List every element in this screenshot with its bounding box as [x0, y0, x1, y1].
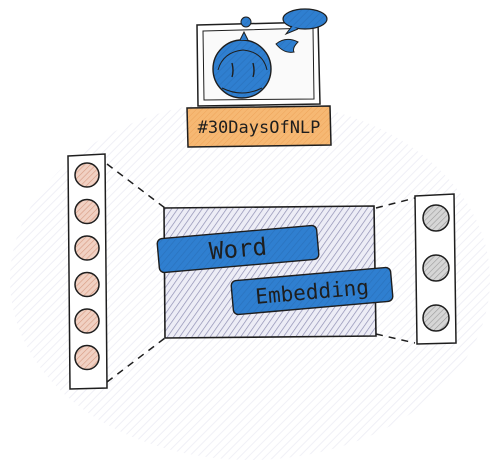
input-neuron-6 — [74, 344, 100, 371]
word-label: Word — [208, 233, 268, 266]
word-label-box: Word — [156, 224, 320, 274]
output-neuron-1 — [422, 204, 450, 232]
speech-bubble-icon — [282, 8, 328, 36]
output-layer — [414, 193, 457, 345]
character-avatar — [212, 16, 272, 99]
input-neuron-4 — [74, 271, 100, 298]
input-neuron-2 — [74, 198, 100, 225]
input-neuron-5 — [74, 308, 100, 334]
embedding-label-box: Embedding — [230, 266, 394, 316]
connector-lines — [106, 163, 416, 383]
input-layer — [67, 153, 108, 390]
bird-icon — [275, 38, 299, 53]
input-neuron-1 — [74, 162, 100, 188]
monitor-illustration — [196, 8, 328, 107]
hashtag-badge: #30DaysOfNLP — [186, 105, 332, 148]
output-neuron-2 — [422, 254, 450, 282]
input-neuron-3 — [74, 235, 100, 261]
hashtag-text: #30DaysOfNLP — [198, 118, 321, 138]
output-neuron-3 — [422, 304, 450, 332]
